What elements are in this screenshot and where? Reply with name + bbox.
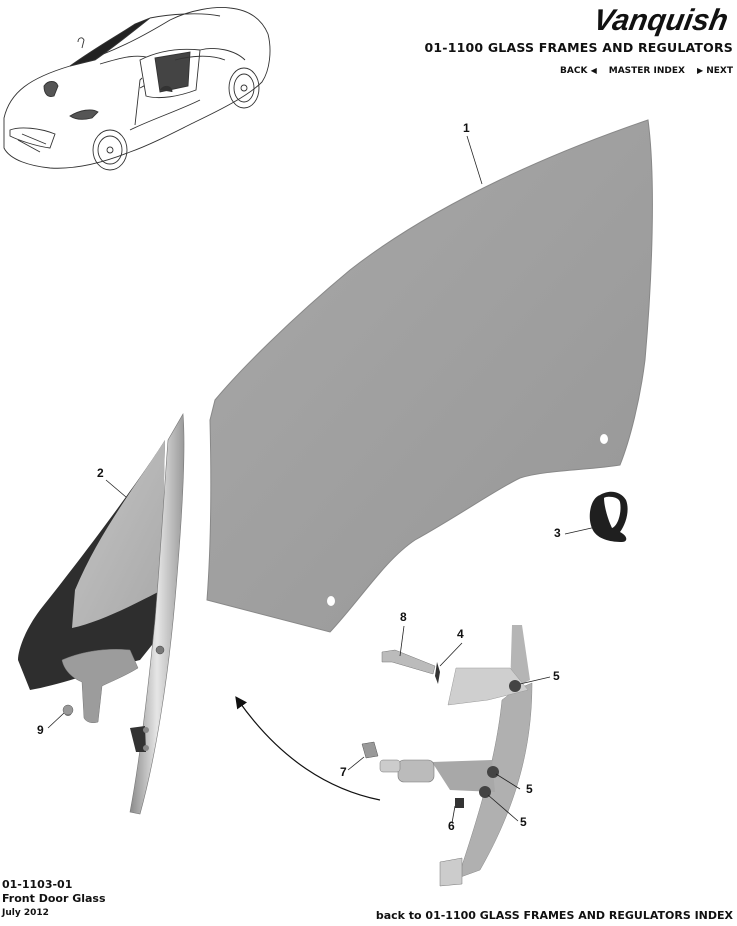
triangle-right-icon: ▶ bbox=[696, 66, 704, 75]
callout-1: 1 bbox=[463, 121, 470, 135]
callout-5a: 5 bbox=[553, 669, 560, 683]
callout-7: 7 bbox=[340, 765, 347, 779]
callout-5b: 5 bbox=[526, 782, 533, 796]
master-index-link[interactable]: MASTER INDEX bbox=[608, 66, 685, 76]
vanquish-logo: Vanquish bbox=[591, 4, 731, 37]
clip-part-3 bbox=[589, 491, 628, 542]
callout-2: 2 bbox=[97, 466, 104, 480]
car-overview-drawing bbox=[3, 7, 271, 171]
callout-6: 6 bbox=[448, 819, 455, 833]
page-navigation: BACK ◀ MASTER INDEX ▶ NEXT bbox=[560, 66, 733, 76]
section-title: 01-1100 GLASS FRAMES AND REGULATORS bbox=[424, 40, 733, 55]
callout-5c: 5 bbox=[520, 815, 527, 829]
callout-3: 3 bbox=[554, 526, 561, 540]
brand-text: Vanquish bbox=[591, 4, 731, 37]
callout-9: 9 bbox=[37, 723, 44, 737]
callout-4: 4 bbox=[457, 627, 464, 641]
part-code: 01-1103-01 bbox=[2, 878, 73, 891]
back-to-index-link[interactable]: back to 01-1100 GLASS FRAMES AND REGULAT… bbox=[375, 909, 733, 922]
callout-8: 8 bbox=[400, 610, 407, 624]
fitting-direction-arrow bbox=[235, 696, 381, 801]
back-link[interactable]: BACK ◀ bbox=[560, 66, 597, 76]
publication-date: July 2012 bbox=[2, 908, 49, 918]
door-glass-part-1 bbox=[206, 119, 653, 633]
part-name: Front Door Glass bbox=[2, 892, 106, 905]
next-link[interactable]: ▶ NEXT bbox=[697, 66, 733, 76]
leader-lines bbox=[47, 135, 597, 824]
back-label: BACK bbox=[560, 66, 588, 76]
triangle-left-icon: ◀ bbox=[590, 66, 597, 75]
part-info: 01-1103-01 Front Door Glass July 2012 bbox=[2, 878, 106, 918]
next-label: NEXT bbox=[706, 66, 733, 76]
regulator-bracket bbox=[62, 625, 533, 887]
